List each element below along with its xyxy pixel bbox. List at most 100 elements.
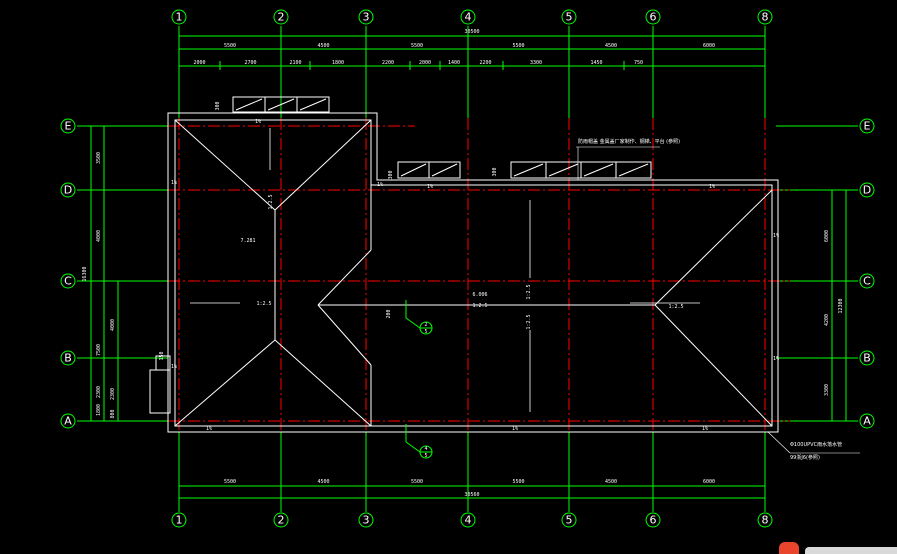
dim-label-left-inner: 2300 — [110, 388, 116, 400]
axis-bubble-circle — [358, 9, 374, 25]
axis-bubble-circle — [757, 512, 773, 528]
skylight-box-top — [296, 96, 330, 113]
axis-bubble-circle — [645, 512, 661, 528]
slope-label: 1% — [512, 426, 518, 432]
axis-bubble-label: C — [64, 275, 72, 288]
axis-bubble-label: 5 — [566, 11, 573, 24]
roof-inner-edge — [174, 119, 773, 427]
axis-grid-lines — [77, 26, 858, 512]
dim-label-left-inner: 800 — [110, 409, 116, 418]
dim-label-top-detail: 1400 — [448, 60, 460, 66]
axis-bubble-label: D — [64, 184, 72, 197]
axis-bubble-label: 3 — [363, 514, 370, 527]
axis-bubble-label: E — [864, 120, 871, 133]
skylight-box-top-hatch — [299, 98, 327, 111]
dim-label-top-detail: 2200 — [382, 60, 394, 66]
small-note: 150 — [159, 351, 165, 360]
axis-bubble-circle — [645, 9, 661, 25]
dim-label-bottom-main: 5500 — [512, 479, 524, 485]
slope-label: 1% — [171, 180, 177, 186]
axis-bubble-label: 5 — [566, 514, 573, 527]
axis-bubble-label: B — [863, 352, 871, 365]
roof-outer-edge — [167, 112, 779, 433]
brand-logo-icon — [779, 542, 799, 554]
dim-label-left-outer: 1800 — [96, 404, 102, 416]
dim-label-top-main: 6000 — [703, 43, 715, 49]
axis-bubble-circle — [561, 9, 577, 25]
skylight-box-mid-hatch — [431, 163, 458, 177]
axis-bubble-circle — [273, 512, 289, 528]
dim-label-bottom-main: 4500 — [317, 479, 329, 485]
dim-label-bottom-main: 4500 — [605, 479, 617, 485]
slope-label: 1% — [427, 184, 433, 190]
dim-label-top-main: 5500 — [411, 43, 423, 49]
detail-mark-leader — [405, 441, 421, 453]
roof-hip-line — [317, 249, 372, 306]
skylight-box-mid — [428, 161, 461, 179]
slope-label: 1% — [377, 182, 383, 188]
note-bottom-1: Φ100UPVC雨水落水管 — [790, 441, 842, 448]
dim-label-left-outer: 4000 — [96, 230, 102, 242]
roof-slope-label: 1:2.5 — [526, 314, 532, 329]
axis-bubble-label: 6 — [650, 514, 657, 527]
dim-label-top-detail: 2000 — [193, 60, 205, 66]
roof-outline — [149, 96, 779, 433]
axis-bubble-circle — [60, 118, 76, 134]
axis-bubble-circle — [60, 273, 76, 289]
slope-label: 1% — [206, 426, 212, 432]
slope-label: 1% — [773, 356, 779, 362]
detail-mark-den: 5 — [424, 329, 427, 335]
axis-bubble-circle — [859, 350, 875, 366]
skylight-box-top-hatch — [235, 98, 263, 111]
watermark-logo — [757, 540, 897, 554]
axis-bubble-label: A — [863, 415, 871, 428]
axis-bubble-label: 2 — [278, 11, 285, 24]
dim-label-left-inner: 4000 — [110, 319, 116, 331]
detail-mark-den: 5 — [424, 453, 427, 459]
note-bottom-2: 99浙J6(参照) — [790, 454, 820, 461]
roof-hip-line — [654, 189, 773, 306]
axis-bubble-circle — [358, 512, 374, 528]
axis-bubble-circle — [460, 9, 476, 25]
slope-label: 1% — [709, 184, 715, 190]
axis-bubble-label: 4 — [465, 11, 472, 24]
dim-label-top-detail: 2200 — [479, 60, 491, 66]
axis-bubble-circle — [757, 9, 773, 25]
axis-bubble-label: C — [863, 275, 871, 288]
dim-label-left-outer: 2300 — [96, 386, 102, 398]
dim-label-bottom-main: 5500 — [224, 479, 236, 485]
axis-bubble-label: E — [65, 120, 72, 133]
roof-slope-label: 1:2.5 — [668, 304, 683, 310]
axis-bubble-label: 6 — [650, 11, 657, 24]
axis-bubble-circle — [460, 512, 476, 528]
dim-label-left-total: 16300 — [82, 266, 88, 281]
dim-label-top-main: 5500 — [512, 43, 524, 49]
skylight-box-mid-hatch — [400, 163, 427, 177]
dim-label-right-outer: 3300 — [824, 384, 830, 396]
dim-label-top-detail: 750 — [634, 60, 643, 66]
axis-bubble-label: A — [64, 415, 72, 428]
roof-hip-line — [274, 119, 372, 211]
roof-hip-line — [654, 304, 773, 427]
dim-label-left-outer: 3500 — [96, 152, 102, 164]
side-box-small — [155, 355, 171, 371]
dim-label-top-overall: 30500 — [464, 29, 479, 35]
roof-slope-label: 1:2.5 — [526, 284, 532, 299]
dim-label-top-detail: 1450 — [590, 60, 602, 66]
dim-label-top-main: 5500 — [224, 43, 236, 49]
axis-bubble-label: 4 — [465, 514, 472, 527]
dim-label-bottom-main: 5500 — [411, 479, 423, 485]
slope-label: 1% — [702, 426, 708, 432]
detail-mark-leader — [405, 317, 421, 329]
roof-hip-line — [274, 339, 372, 427]
annotation-labels: 1%1%1%1%1%1%1%1%1%1%1%1:2.51:2.51:2.51:2… — [159, 101, 860, 461]
ridge-label: 6.006 — [472, 292, 487, 298]
roof-hip-line — [174, 339, 276, 427]
skylight-box-right-hatch — [548, 163, 579, 177]
roof-hip-line — [317, 304, 372, 366]
axis-bubble-label: 1 — [176, 514, 183, 527]
axis-bubble-circle — [60, 182, 76, 198]
dim-label-top-detail: 2000 — [419, 60, 431, 66]
axis-bubble-circle — [60, 413, 76, 429]
